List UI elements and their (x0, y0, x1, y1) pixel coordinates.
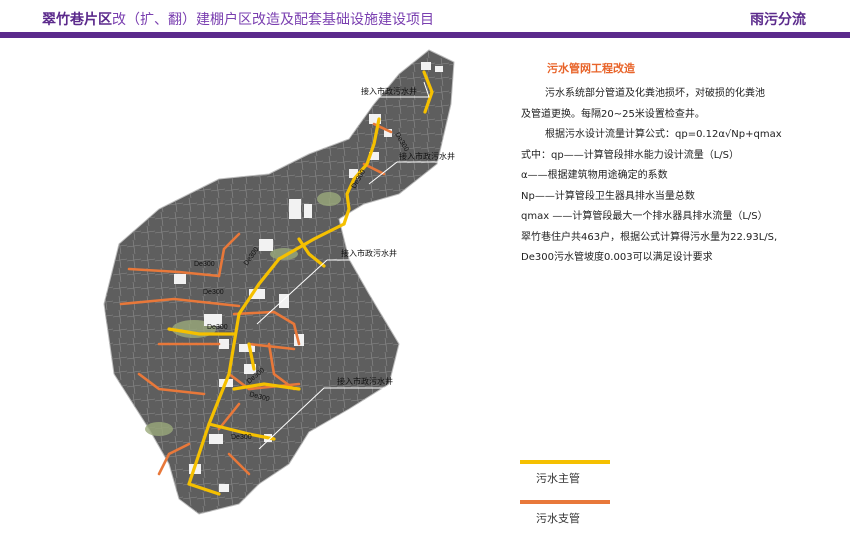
pipe-label-4: De300 (194, 261, 215, 268)
paragraph-line: 污水系统部分管道及化粪池损坏，对破损的化粪池 (545, 88, 765, 99)
legend-main-label: 污水主管 (536, 472, 580, 485)
callout-leaders (256, 81, 439, 450)
green-area (145, 422, 173, 436)
title-strong: 翠竹巷片区 (42, 12, 112, 28)
callout-connect-2: 接入市政污水井 (399, 151, 455, 161)
formula-line: 根据污水设计流量计算公式：qp=0.12α√Np+qmax (521, 125, 821, 146)
page-header: 翠竹巷片区改（扩、翻）建棚户区改造及配套基础设施建设项目 雨污分流 (0, 0, 850, 38)
pipe-label-5: De300 (203, 289, 224, 296)
sewer-main-pipes (167, 70, 434, 496)
sewer-branch-pipes (119, 122, 393, 476)
legend-branch-label: 污水支管 (536, 512, 580, 525)
header-divider (0, 32, 850, 38)
result-line: 翠竹巷住户共463户，根据公式计算得污水量为22.93L/S, (521, 231, 778, 243)
definition-np: Np——计算管段卫生器具排水当量总数 (521, 190, 695, 202)
pipe-label-9: De300 (231, 434, 252, 441)
title-rest: 改（扩、翻）建棚户区改造及配套基础设施建设项目 (112, 12, 434, 28)
site-plan-drawing: 接入市政污水井 接入市政污水井 接入市政污水井 接入市政污水井 De300 De… (103, 49, 455, 515)
callout-connect-4: 接入市政污水井 (337, 376, 393, 386)
formula-intro: 根据污水设计流量计算公式： (545, 129, 675, 140)
callout-connect-3: 接入市政污水井 (341, 248, 397, 258)
formula-text: qp=0.12α√Np+qmax (675, 129, 782, 140)
definition-alpha: α——根据建筑物用途确定的系数 (521, 170, 668, 181)
section-heading: 污水管网工程改造 (547, 62, 635, 75)
section-tag: 雨污分流 (750, 12, 806, 28)
pipe-label-6: De300 (207, 324, 228, 331)
legend-branch-swatch (520, 500, 610, 504)
description-panel: 污水管网工程改造 污水系统部分管道及化粪池损坏，对破损的化粪池 及管道更换。每隔… (521, 60, 821, 269)
site-plan-map: 接入市政污水井 接入市政污水井 接入市政污水井 接入市政污水井 De300 De… (99, 44, 469, 523)
legend-main-pipe: 污水主管 (520, 460, 610, 486)
page-title: 翠竹巷片区改（扩、翻）建棚户区改造及配套基础设施建设项目 (42, 9, 434, 29)
green-area (317, 192, 341, 206)
legend-main-swatch (520, 460, 610, 464)
paragraph-line: 及管道更换。每隔20~25米设置检查井。 (521, 108, 705, 120)
definition-q: 式中：qp——计算管段排水能力设计流量（L/S） (521, 149, 739, 161)
definition-qmax: qmax ——计算管段最大一个排水器具排水流量（L/S） (521, 211, 768, 222)
callout-connect-1: 接入市政污水井 (361, 86, 417, 96)
result-line: De300污水管坡度0.003可以满足设计要求 (521, 252, 713, 263)
legend-branch-pipe: 污水支管 (520, 500, 610, 526)
